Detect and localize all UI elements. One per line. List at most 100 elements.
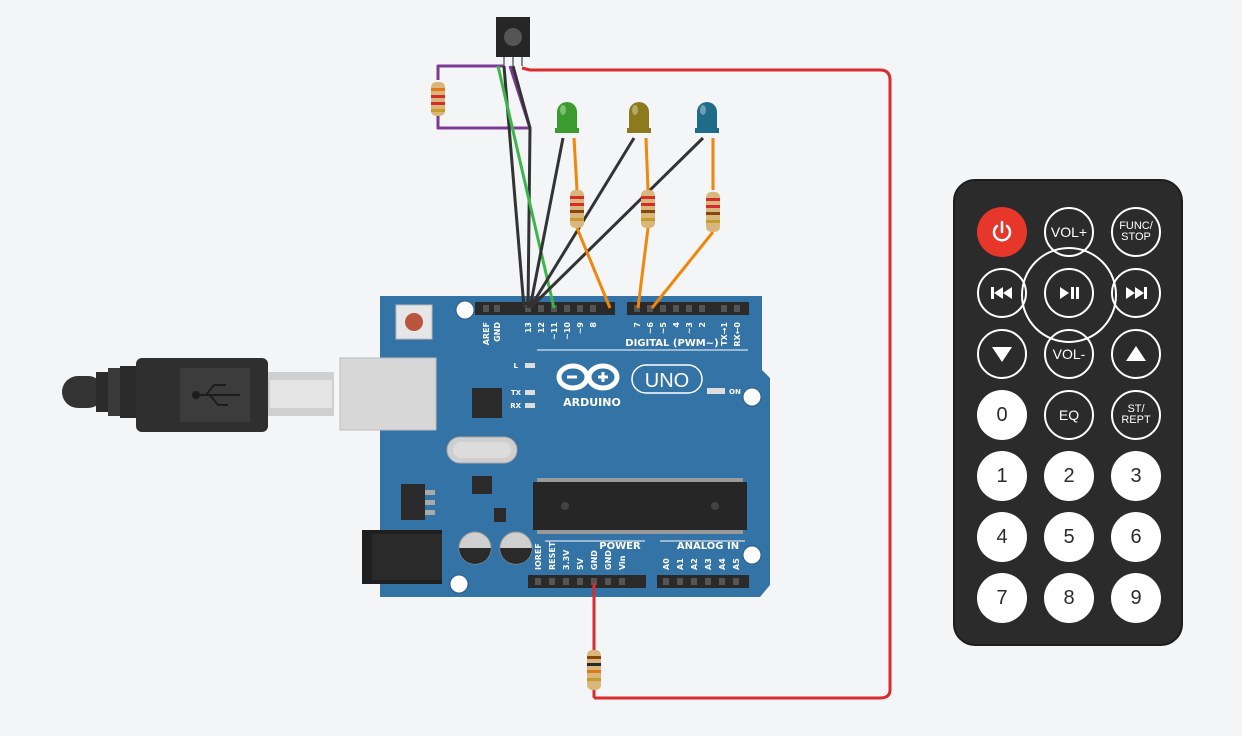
digital-pin-socket[interactable] (634, 305, 640, 312)
resistor-green[interactable] (570, 190, 584, 228)
key-4[interactable]: 4 (977, 512, 1027, 562)
analog-pin-socket[interactable] (663, 578, 669, 585)
digital-pin-label: ~9 (576, 322, 585, 335)
play-pause-icon (1060, 287, 1079, 299)
digital-pin-label: 13 (524, 322, 533, 333)
power-icon (992, 220, 1012, 242)
power-pin-label: GND (604, 550, 613, 570)
key-8[interactable]: 8 (1044, 573, 1094, 623)
func-stop-button[interactable]: FUNC/ STOP (1111, 207, 1161, 257)
digital-header-label: DIGITAL (PWM~) (625, 338, 718, 349)
key-1[interactable]: 1 (977, 451, 1027, 501)
power-pin-socket[interactable] (591, 578, 597, 585)
vol-down-label: VOL- (1052, 346, 1086, 362)
analog-pin-socket[interactable] (677, 578, 683, 585)
digital-pin-socket[interactable] (647, 305, 653, 312)
analog-pin-label: A1 (676, 558, 685, 570)
key-2[interactable]: 2 (1044, 451, 1094, 501)
power-button[interactable] (977, 207, 1027, 257)
digital-pin-label: AREF (482, 322, 491, 345)
led-yellow[interactable] (627, 102, 651, 133)
analog-pin-label: A3 (704, 558, 713, 570)
wires[interactable] (436, 64, 892, 700)
analog-pin-label: A4 (718, 558, 727, 570)
key-0-label: 0 (996, 403, 1008, 426)
vol-up-label: VOL+ (1050, 224, 1088, 240)
down-button[interactable] (977, 329, 1027, 379)
on-led-label: ON (729, 388, 741, 396)
next-button[interactable] (1111, 268, 1161, 318)
digital-pin-socket[interactable] (483, 305, 489, 312)
digital-pin-socket[interactable] (494, 305, 500, 312)
eq-button[interactable]: EQ (1044, 390, 1094, 440)
key-5[interactable]: 5 (1044, 512, 1094, 562)
prev-button[interactable] (977, 268, 1027, 318)
st-rept-button[interactable]: ST/ REPT (1111, 390, 1161, 440)
capacitors (458, 531, 533, 565)
digital-pin-socket[interactable] (577, 305, 583, 312)
power-pin-label: RESET (548, 541, 557, 570)
power-pin-label: 5V (576, 557, 585, 570)
digital-pin-label: ~11 (550, 322, 559, 340)
power-pin-socket[interactable] (563, 578, 569, 585)
digital-pin-label: RX←0 (733, 322, 742, 347)
key-3[interactable]: 3 (1111, 451, 1161, 501)
key-8-label: 8 (1063, 586, 1075, 609)
eq-label: EQ (1058, 407, 1080, 423)
analog-pin-label: A0 (662, 558, 671, 570)
power-pin-socket[interactable] (619, 578, 625, 585)
analog-pin-socket[interactable] (733, 578, 739, 585)
reset-button[interactable] (395, 304, 433, 340)
resistor-yellow[interactable] (641, 190, 655, 228)
func-stop-label: FUNC/ STOP (1119, 220, 1153, 243)
power-pin-label: GND (590, 550, 599, 570)
digital-pin-label: ~5 (659, 322, 668, 335)
digital-pin-socket[interactable] (564, 305, 570, 312)
key-6[interactable]: 6 (1111, 512, 1161, 562)
analog-pin-label: A2 (690, 558, 699, 570)
analog-pin-socket[interactable] (719, 578, 725, 585)
digital-pin-label: 4 (672, 322, 681, 328)
crystal (446, 436, 518, 464)
key-7[interactable]: 7 (977, 573, 1027, 623)
digital-pin-label: 12 (537, 322, 546, 333)
up-button[interactable] (1111, 329, 1161, 379)
led-blue[interactable] (695, 102, 719, 133)
rx-led-label: RX (510, 402, 521, 410)
analog-pin-socket[interactable] (691, 578, 697, 585)
key-9-label: 9 (1130, 586, 1142, 609)
analog-pin-socket[interactable] (705, 578, 711, 585)
digital-pin-socket[interactable] (699, 305, 705, 312)
resistor-ir[interactable] (431, 82, 445, 116)
key-9[interactable]: 9 (1111, 573, 1161, 623)
digital-pin-socket[interactable] (686, 305, 692, 312)
power-pin-label: 3.3V (562, 549, 571, 570)
key-0[interactable]: 0 (977, 390, 1027, 440)
digital-pin-socket[interactable] (590, 305, 596, 312)
led-green[interactable] (555, 102, 579, 133)
brand-label: ARDUINO (563, 396, 621, 409)
digital-pin-socket[interactable] (660, 305, 666, 312)
ir-remote: VOL+ FUNC/ STOP VOL- 0 EQ ST/ REPT 1 2 3… (953, 179, 1183, 646)
digital-pin-socket[interactable] (551, 305, 557, 312)
analog-pin-label: A5 (732, 558, 741, 570)
usb-icon (192, 384, 240, 406)
digital-pin-label: TX→1 (720, 322, 729, 346)
power-pin-socket[interactable] (605, 578, 611, 585)
digital-pin-socket[interactable] (538, 305, 544, 312)
digital-pin-socket[interactable] (734, 305, 740, 312)
digital-pin-socket[interactable] (673, 305, 679, 312)
resistor-5v[interactable] (587, 650, 601, 690)
power-pin-socket[interactable] (577, 578, 583, 585)
power-pin-socket[interactable] (549, 578, 555, 585)
play-pause-button[interactable] (1044, 268, 1094, 318)
digital-pin-socket[interactable] (721, 305, 727, 312)
digital-pin-socket[interactable] (525, 305, 531, 312)
key-1-label: 1 (996, 464, 1008, 487)
resistor-blue[interactable] (706, 192, 720, 232)
power-pin-socket[interactable] (535, 578, 541, 585)
power-jack (362, 530, 442, 584)
vol-down-button[interactable]: VOL- (1044, 329, 1094, 379)
ir-receiver[interactable] (496, 17, 530, 66)
